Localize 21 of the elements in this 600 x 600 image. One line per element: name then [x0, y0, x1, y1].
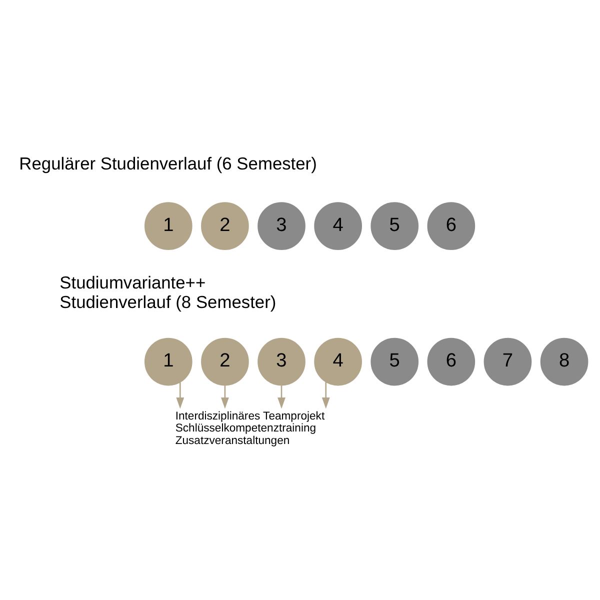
node-circle: 4	[314, 338, 362, 386]
arrow	[322, 382, 330, 409]
node-circle: 6	[427, 338, 476, 386]
node-circle: 5	[370, 202, 419, 250]
node-circle: 3	[258, 338, 306, 386]
node-circle: 8	[540, 338, 588, 386]
node-circle: 2	[201, 202, 249, 250]
node-text: Interdisziplinäres Teamprojekt Schlüsselkompetenztraining Zusatzveranstaltungen	[175, 410, 325, 447]
node-circle: 4	[314, 202, 362, 250]
node-circle: 3	[258, 202, 306, 250]
node-circle: 1	[144, 338, 192, 386]
label: Regulärer Studienverlauf (6 Semester)	[19, 153, 317, 174]
arrow	[220, 386, 229, 409]
node-circle: 2	[201, 338, 249, 386]
node-circle: 1	[144, 202, 192, 250]
label: Studiumvariante++ Studienverlauf (8 Semester)	[60, 272, 276, 312]
node-circle: 6	[427, 202, 476, 250]
node-circle: 5	[370, 338, 419, 386]
arrow	[278, 386, 286, 409]
node-circle: 7	[484, 338, 532, 386]
arrow	[176, 382, 184, 409]
